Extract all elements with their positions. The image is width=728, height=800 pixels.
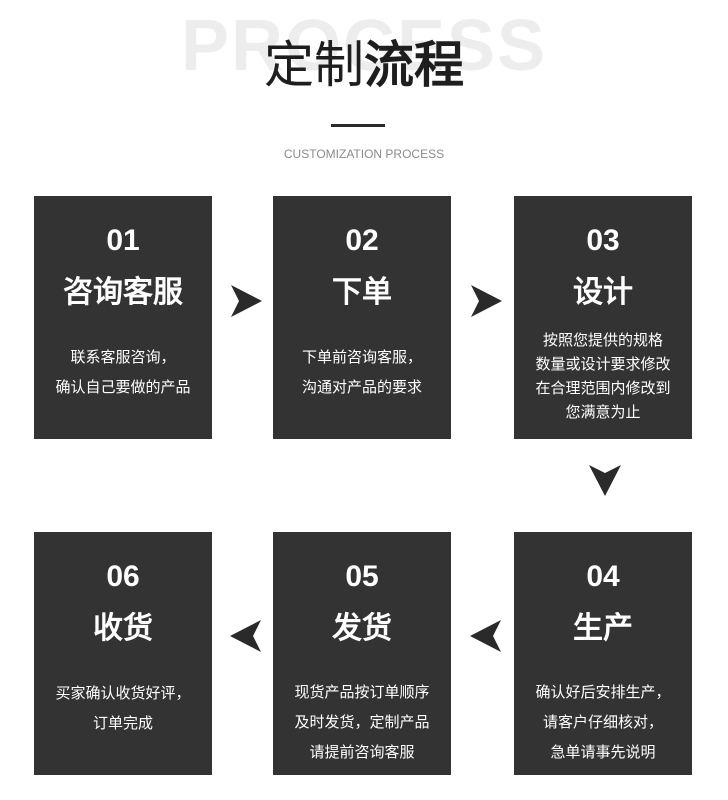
- step-description-line: 订单完成: [92, 714, 153, 732]
- step-card-06: 06 收货 买家确认收货好评， 订单完成: [34, 532, 212, 775]
- step-description-line: 在合理范围内修改到: [535, 379, 671, 397]
- step-description-line: 急单请事先说明: [550, 743, 656, 761]
- step-name: 下单: [332, 275, 392, 310]
- step-description: 现货产品按订单顺序 及时发货，定制产品 请提前咨询客服: [279, 677, 445, 767]
- step-description: 按照您提供的规格 数量或设计要求修改 在合理范围内修改到 您满意为止: [520, 328, 686, 424]
- step-description: 下单前咨询客服， 沟通对产品的要求: [279, 342, 445, 402]
- step-name: 咨询客服: [63, 275, 183, 310]
- step-number: 05: [345, 560, 379, 593]
- step-name: 设计: [573, 275, 633, 310]
- step-description-line: 请客户仔细核对，: [542, 713, 663, 731]
- arrow-left-icon: [230, 620, 261, 652]
- step-card-05: 05 发货 现货产品按订单顺序 及时发货，定制产品 请提前咨询客服: [273, 532, 451, 775]
- step-description-line: 下单前咨询客服，: [301, 348, 422, 366]
- arrow-right-icon: [471, 285, 502, 317]
- arrow-right-icon: [231, 285, 262, 317]
- page-title: 定制流程: [0, 40, 728, 90]
- arrow-down-icon: [589, 465, 621, 496]
- step-number: 01: [106, 224, 140, 257]
- step-description-line: 确认自己要做的产品: [55, 378, 191, 396]
- step-number: 04: [586, 560, 620, 593]
- step-description-line: 您满意为止: [565, 403, 641, 421]
- step-number: 03: [586, 224, 620, 257]
- step-description: 买家确认收货好评， 订单完成: [40, 678, 206, 738]
- title-light: 定制: [264, 36, 364, 94]
- step-number: 06: [106, 560, 140, 593]
- step-card-01: 01 咨询客服 联系客服咨询， 确认自己要做的产品: [34, 196, 212, 439]
- step-name: 收货: [93, 611, 153, 646]
- step-name: 发货: [332, 611, 392, 646]
- step-card-02: 02 下单 下单前咨询客服， 沟通对产品的要求: [273, 196, 451, 439]
- step-name: 生产: [573, 611, 633, 646]
- step-description-line: 沟通对产品的要求: [301, 378, 422, 396]
- step-description-line: 现货产品按订单顺序: [294, 683, 430, 701]
- step-description-line: 确认好后安排生产，: [535, 683, 671, 701]
- title-divider: [331, 124, 385, 127]
- process-watermark: PROCESS: [180, 6, 548, 86]
- step-card-03: 03 设计 按照您提供的规格 数量或设计要求修改 在合理范围内修改到 您满意为止: [514, 196, 692, 439]
- step-description-line: 按照您提供的规格: [542, 331, 663, 349]
- step-description-line: 及时发货，定制产品: [294, 713, 430, 731]
- step-description-line: 买家确认收货好评，: [55, 684, 191, 702]
- title-bold: 流程: [364, 36, 464, 94]
- step-card-04: 04 生产 确认好后安排生产， 请客户仔细核对， 急单请事先说明: [514, 532, 692, 775]
- step-description: 联系客服咨询， 确认自己要做的产品: [40, 342, 206, 402]
- step-number: 02: [345, 224, 379, 257]
- arrow-left-icon: [470, 620, 501, 652]
- step-description: 确认好后安排生产， 请客户仔细核对， 急单请事先说明: [520, 677, 686, 767]
- page-subtitle: CUSTOMIZATION PROCESS: [283, 147, 445, 161]
- step-description-line: 数量或设计要求修改: [535, 355, 671, 373]
- step-description-line: 联系客服咨询，: [70, 348, 176, 366]
- step-description-line: 请提前咨询客服: [309, 743, 415, 761]
